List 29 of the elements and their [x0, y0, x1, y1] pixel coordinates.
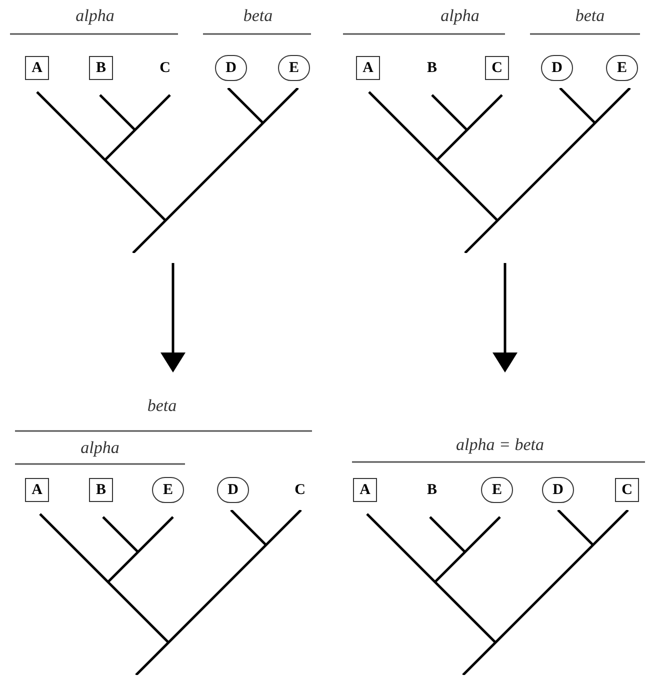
- boxed-taxon: B: [89, 56, 113, 80]
- arrow: [492, 263, 518, 372]
- boxed-taxon: A: [25, 478, 49, 502]
- clade-label: alpha = beta: [456, 435, 544, 455]
- boxed-taxon: B: [89, 478, 113, 502]
- circled-taxon: E: [152, 477, 184, 503]
- boxed-taxon: A: [356, 56, 380, 80]
- clade-label: beta: [575, 6, 605, 26]
- clade-label: alpha: [440, 6, 480, 26]
- boxed-taxon: C: [615, 478, 639, 502]
- circled-taxon: E: [481, 477, 513, 503]
- circled-taxon: E: [606, 55, 638, 81]
- clade-label: alpha: [80, 438, 120, 458]
- arrow: [160, 263, 186, 372]
- clade-label: beta: [147, 396, 177, 416]
- clade-label: alpha: [76, 6, 114, 26]
- boxed-taxon: A: [353, 478, 377, 502]
- circled-taxon: D: [541, 55, 573, 81]
- circled-taxon: D: [542, 477, 574, 503]
- boxed-taxon: A: [25, 56, 49, 80]
- circled-taxon: D: [217, 477, 249, 503]
- taxon-label: B: [422, 56, 442, 80]
- boxed-taxon: C: [485, 56, 509, 80]
- taxon-label: B: [422, 478, 442, 502]
- taxon-label: C: [290, 478, 310, 502]
- circled-taxon: E: [278, 55, 310, 81]
- circled-taxon: D: [215, 55, 247, 81]
- taxon-label: C: [155, 56, 175, 80]
- clade-label: beta: [243, 6, 273, 26]
